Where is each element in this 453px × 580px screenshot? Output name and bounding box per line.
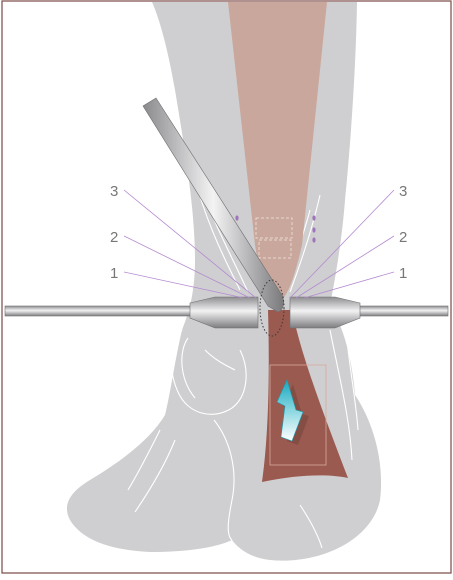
label-right-3: 3	[399, 183, 407, 200]
label-right-2: 2	[399, 229, 407, 246]
label-left-1: 1	[110, 265, 118, 282]
label-left-2: 2	[110, 229, 118, 246]
label-left-3: 3	[110, 183, 118, 200]
label-right-1: 1	[399, 265, 407, 282]
